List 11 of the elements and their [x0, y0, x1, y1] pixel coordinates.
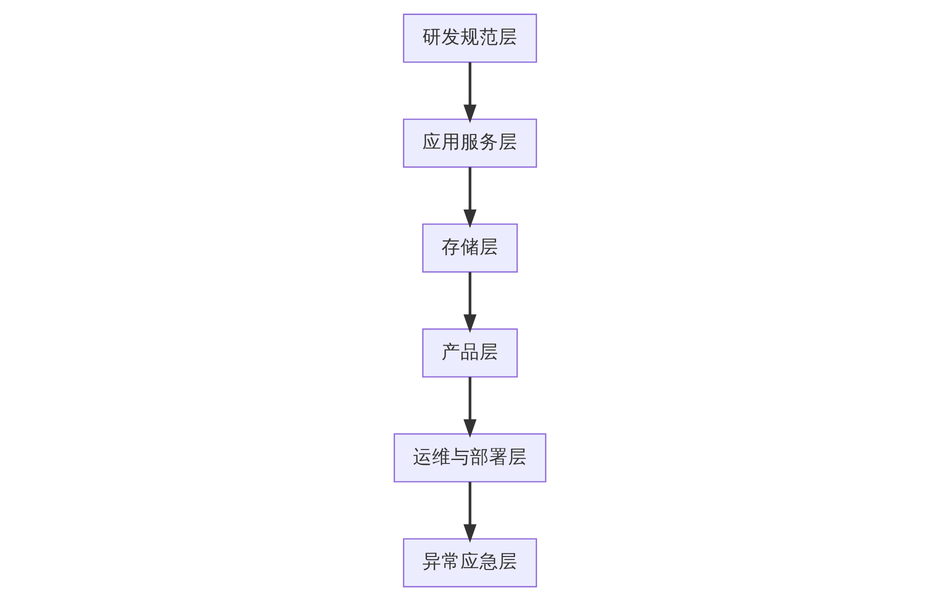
node-box: 产品层	[422, 328, 518, 378]
arrow	[462, 272, 476, 334]
node-box: 存储层	[422, 223, 518, 273]
arrow	[462, 482, 476, 543]
arrow	[462, 167, 476, 228]
node-box: 运维与部署层	[393, 433, 546, 482]
arrow	[462, 376, 476, 438]
arrow	[462, 62, 476, 124]
node-box: 异常应急层	[402, 538, 537, 588]
node-box: 应用服务层	[402, 118, 537, 168]
node-box: 研发规范层	[402, 14, 537, 63]
